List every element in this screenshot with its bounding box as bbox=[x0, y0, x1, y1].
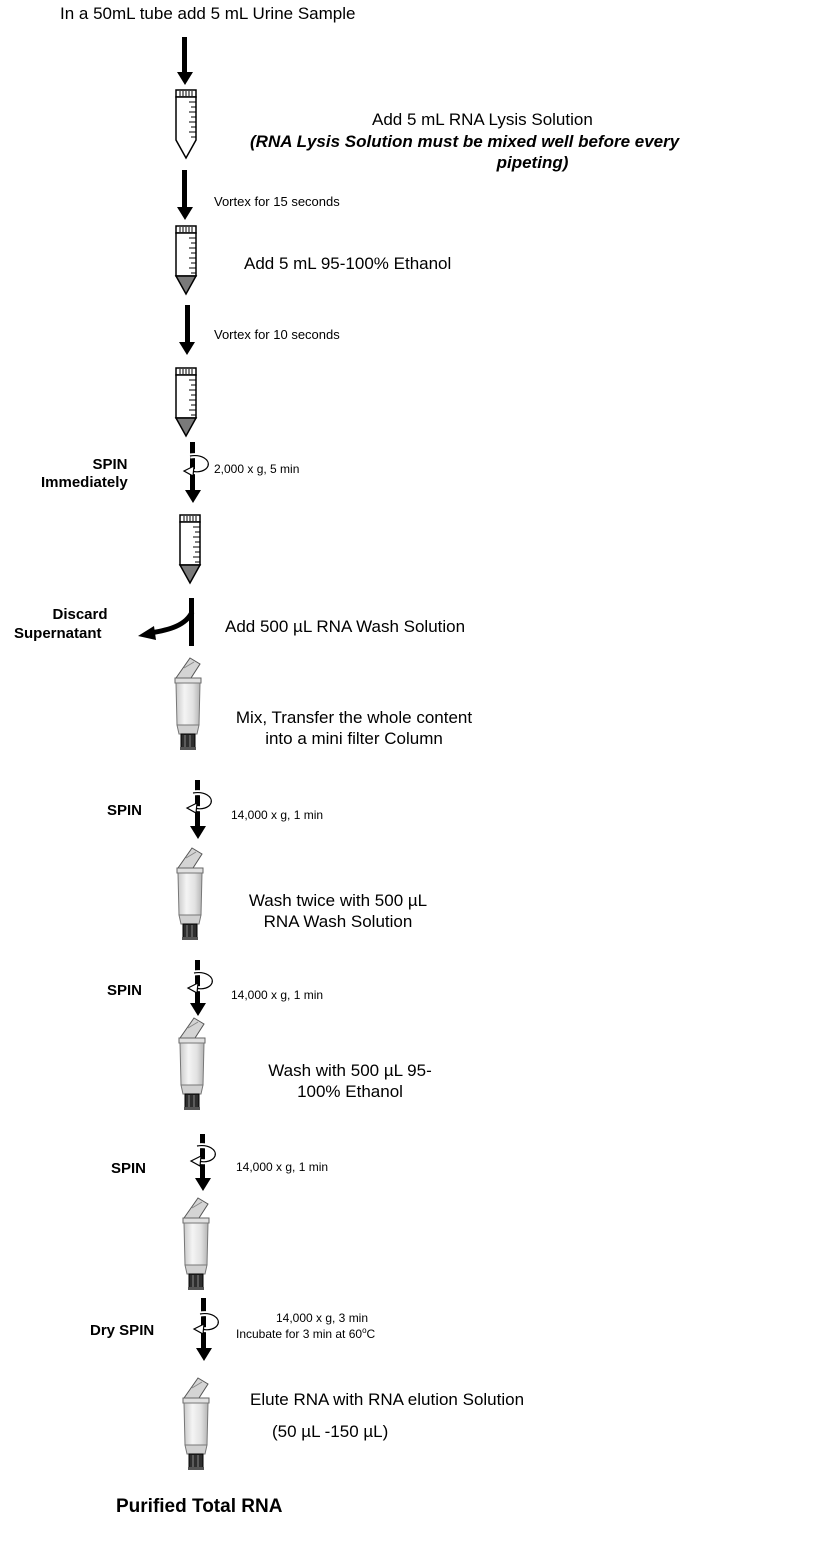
spin-1-condition: 2,000 x g, 5 min bbox=[214, 462, 300, 476]
spin-arrow-1 bbox=[184, 442, 208, 503]
filter-column-icon-3 bbox=[178, 1017, 206, 1111]
conical-tube-icon-3 bbox=[175, 367, 197, 437]
wash-twice-line-2: RNA Wash Solution bbox=[263, 912, 413, 931]
spin-3-condition: 14,000 x g, 1 min bbox=[231, 988, 324, 1002]
protocol-title: In a 50mL tube add 5 mL Urine Sample bbox=[60, 4, 356, 23]
dry-spin-condition-2: Incubate for 3 min at 60oC bbox=[236, 1326, 376, 1341]
wash-ethanol-line-2: 100% Ethanol bbox=[297, 1082, 403, 1101]
elute-line-2: (50 µL -150 µL) bbox=[272, 1422, 389, 1441]
conical-tube-icon-4 bbox=[179, 514, 201, 584]
lysis-step-text: Add 5 mL RNA Lysis Solution bbox=[372, 110, 593, 129]
ethanol-step-text: Add 5 mL 95-100% Ethanol bbox=[244, 254, 452, 273]
transfer-line-1: Mix, Transfer the whole content bbox=[235, 708, 473, 727]
dry-spin-condition-1: 14,000 x g, 3 min bbox=[275, 1311, 369, 1325]
vortex-15-text: Vortex for 15 seconds bbox=[214, 194, 340, 209]
wash-add-text: Add 500 µL RNA Wash Solution bbox=[225, 617, 466, 636]
spin-arrow-3 bbox=[188, 960, 212, 1016]
vortex-10-text: Vortex for 10 seconds bbox=[214, 327, 340, 342]
spin-2-condition: 14,000 x g, 1 min bbox=[231, 808, 324, 822]
spin-arrow-2 bbox=[187, 780, 211, 839]
conical-tube-icon-1 bbox=[175, 89, 197, 159]
spin-4-label: SPIN bbox=[111, 1160, 147, 1177]
filter-column-icon-5 bbox=[182, 1377, 210, 1471]
filter-column-icon-2 bbox=[176, 847, 204, 941]
lysis-note-line-2: pipeting) bbox=[496, 153, 569, 172]
conical-tube-icon-2 bbox=[175, 225, 197, 295]
spin-1-label: SPIN bbox=[92, 456, 128, 473]
spin-2-label: SPIN bbox=[107, 802, 143, 819]
down-arrow-3 bbox=[179, 305, 195, 355]
filter-column-icon-1 bbox=[174, 657, 202, 751]
transfer-line-2: into a mini filter Column bbox=[265, 729, 443, 748]
discard-label-2: Supernatant bbox=[14, 625, 102, 642]
lysis-note-line-1: (RNA Lysis Solution must be mixed well b… bbox=[250, 132, 680, 151]
down-arrow-1 bbox=[177, 37, 193, 85]
dry-spin-label: Dry SPIN bbox=[90, 1322, 155, 1339]
dry-spin-arrow bbox=[194, 1298, 218, 1361]
wash-ethanol-line-1: Wash with 500 µL 95- bbox=[268, 1061, 432, 1080]
elute-line-1: Elute RNA with RNA elution Solution bbox=[250, 1390, 525, 1409]
spin-3-label: SPIN bbox=[107, 982, 143, 999]
filter-column-icon-4 bbox=[182, 1197, 210, 1291]
down-arrow-2 bbox=[177, 170, 193, 220]
wash-twice-line-1: Wash twice with 500 µL bbox=[248, 891, 428, 910]
discard-arrow bbox=[138, 598, 195, 646]
spin-4-condition: 14,000 x g, 1 min bbox=[236, 1160, 329, 1174]
final-product-label: Purified Total RNA bbox=[116, 1496, 283, 1517]
spin-1-label-2: Immediately bbox=[41, 474, 128, 491]
spin-arrow-4 bbox=[191, 1134, 215, 1191]
discard-label-1: Discard bbox=[52, 606, 108, 623]
